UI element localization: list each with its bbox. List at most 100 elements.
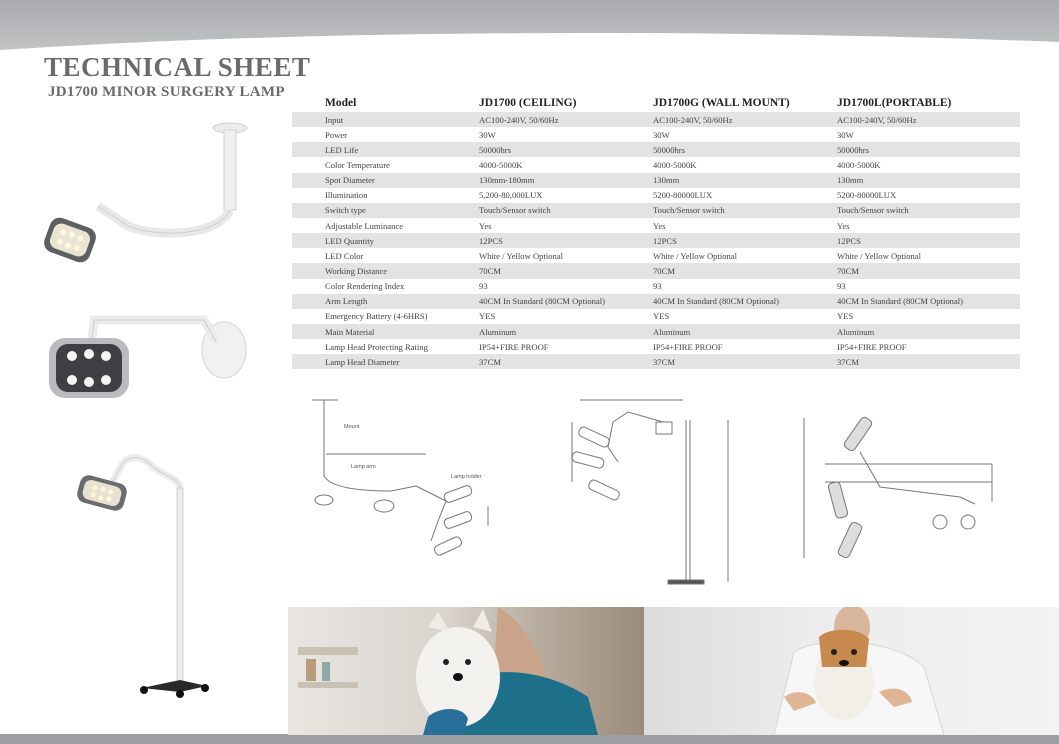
spec-value: 5,200-80,000LUX [479, 190, 543, 201]
spec-value: 50000hrs [837, 144, 869, 155]
spec-value: 93 [653, 281, 662, 292]
spec-value: Aluminum [479, 326, 517, 337]
spec-row: Power 30W 30W 30W [292, 127, 1020, 142]
spec-row: Color Rendering Index 93 93 93 [292, 279, 1020, 294]
vet-photo-left [288, 607, 644, 735]
spec-label: Illumination [325, 190, 368, 201]
spec-value: YES [837, 311, 854, 322]
spec-value: Yes [653, 220, 666, 231]
spec-value: 30W [479, 129, 496, 140]
spec-value: 4000-5000K [837, 159, 881, 170]
spec-row: Arm Length 40CM In Standard (80CM Optiona… [292, 293, 1020, 309]
spec-value: 93 [479, 281, 488, 292]
spec-value: Aluminum [837, 326, 875, 337]
spec-value: White / Yellow Optional [837, 250, 922, 261]
spec-value: 4000-5000K [479, 159, 523, 170]
spec-value: Touch/Sensor switch [837, 205, 909, 216]
spec-label: Arm Length [325, 296, 368, 307]
spec-label: LED Color [325, 250, 364, 261]
ceiling-lamp-image [44, 122, 248, 263]
spec-label: Working Distance [325, 265, 388, 276]
spec-label: LED Life [325, 144, 359, 155]
spec-label: Color Temperature [325, 159, 390, 170]
spec-header-cell: Model [325, 97, 357, 109]
spec-value: IP54+FIRE PROOF [653, 341, 723, 352]
spec-value: YES [653, 311, 670, 322]
diagram-label-lamp-holder: Lamp holder [451, 474, 482, 480]
spec-header-row: Model JD1700 (CEILING) JD1700G (WALL MOU… [292, 94, 1020, 112]
spec-value: Touch/Sensor switch [653, 205, 725, 216]
spec-value: 37CM [837, 356, 859, 367]
spec-row: LED Color White / Yellow Optional White / … [292, 248, 1020, 263]
spec-value: 37CM [479, 356, 501, 367]
vet-photo-right [644, 607, 1059, 735]
spec-row: Switch type Touch/Sensor switch Touch/Sens… [292, 202, 1020, 218]
spec-label: Power [325, 129, 347, 140]
spec-row: Adjustable Luminance Yes Yes Yes [292, 218, 1020, 233]
ceiling-lamp-diagram: Mount Lamp arm Lamp holder [312, 399, 489, 556]
spec-value: 4000-5000K [653, 159, 697, 170]
spec-row: Illumination 5,200-80,000LUX 5200-80000LUX… [292, 188, 1020, 203]
spec-value: White / Yellow Optional [653, 250, 738, 261]
spec-row: LED Life 50000hrs 50000hrs 50000hrs [292, 142, 1020, 158]
spec-header-cell: JD1700L(PORTABLE) [837, 97, 952, 109]
spec-value: AC100-240V, 50/60Hz [479, 114, 559, 125]
page-subtitle: JD1700 MINOR SURGERY LAMP [48, 84, 285, 100]
spec-value: 70CM [653, 265, 675, 276]
spec-label: Lamp Head Diameter [325, 356, 400, 367]
portable-lamp-diagram [803, 416, 993, 559]
spec-row: Emergency Battery (4-6HRS) YES YES YES [292, 309, 1020, 324]
spec-value: Yes [837, 220, 850, 231]
spec-value: 5200-80000LUX [653, 190, 713, 201]
spec-value: AC100-240V, 50/60Hz [653, 114, 733, 125]
spec-row: Lamp Head Protecting Rating IP54+FIRE PRO… [292, 339, 1020, 354]
spec-value: 50000hrs [479, 144, 511, 155]
diagram-label-mount: Mount [344, 424, 360, 430]
spec-value: 130mm [653, 175, 680, 186]
spec-value: AC100-240V, 50/60Hz [837, 114, 917, 125]
spec-value: IP54+FIRE PROOF [837, 341, 907, 352]
spec-value: Touch/Sensor switch [479, 205, 551, 216]
spec-value: 37CM [653, 356, 675, 367]
spec-value: 130mm [837, 175, 864, 186]
diagram-label-lamp-arm: Lamp arm [351, 464, 376, 470]
spec-value: 30W [653, 129, 670, 140]
spec-value: 93 [837, 281, 846, 292]
spec-value: Yes [479, 220, 492, 231]
spec-header-cell: JD1700G (WALL MOUNT) [653, 97, 790, 109]
spec-label: LED Quantity [325, 235, 374, 246]
spec-value: White / Yellow Optional [479, 250, 564, 261]
spec-value: 70CM [479, 265, 501, 276]
spec-label: Switch type [325, 205, 366, 216]
wall-mount-lamp-image [49, 315, 247, 398]
spec-value: 30W [837, 129, 854, 140]
spec-label: Emergency Battery (4-6HRS) [325, 311, 428, 322]
spec-value: 12PCS [653, 235, 677, 246]
spec-value: YES [479, 311, 496, 322]
spec-label: Lamp Head Protecting Rating [325, 341, 428, 352]
header-curve [0, 32, 1059, 70]
spec-header-cell: JD1700 (CEILING) [479, 97, 577, 109]
spec-value: 70CM [837, 265, 859, 276]
spec-label: Spot Diameter [325, 175, 375, 186]
spec-row: Main Material Aluminum Aluminum Aluminum [292, 323, 1020, 340]
spec-value: 12PCS [837, 235, 861, 246]
spec-value: IP54+FIRE PROOF [479, 341, 549, 352]
spec-label: Adjustable Luminance [325, 220, 404, 231]
spec-table: Model JD1700 (CEILING) JD1700G (WALL MOU… [292, 94, 1020, 370]
spec-row: Working Distance 70CM 70CM 70CM [292, 263, 1020, 279]
spec-label: Color Rendering Index [325, 281, 405, 292]
wall-mount-lamp-diagram [571, 399, 729, 585]
spec-value: 40CM In Standard (80CM Optional) [479, 296, 606, 307]
spec-value: 5200-80000LUX [837, 190, 897, 201]
footer-band [0, 734, 1059, 744]
spec-table-body: Input AC100-240V, 50/60Hz AC100-240V, 50/6… [292, 112, 1020, 370]
spec-label: Input [325, 114, 344, 125]
spec-value: 50000hrs [653, 144, 685, 155]
spec-label: Main Material [325, 326, 375, 337]
spec-value: Aluminum [653, 326, 691, 337]
portable-lamp-image [77, 454, 209, 698]
spec-row: Input AC100-240V, 50/60Hz AC100-240V, 50/6… [292, 112, 1020, 128]
